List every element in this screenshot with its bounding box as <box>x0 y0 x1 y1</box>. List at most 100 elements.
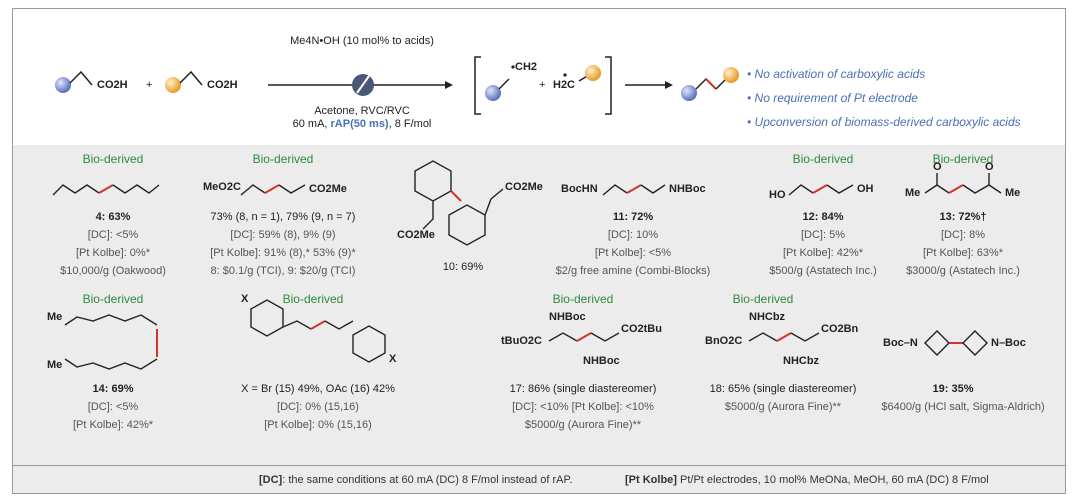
x-label-b: X <box>389 353 397 365</box>
pt-8-9: [Pt Kolbe]: 91% (8),* 53% (9)* <box>210 247 356 259</box>
red-bond-17 <box>576 332 592 342</box>
result-13: 13: 72%† <box>939 211 987 223</box>
reagent-charge: , 8 F/mol <box>388 118 432 130</box>
red-bond-12 <box>812 184 828 194</box>
structure-10-arm2 <box>484 188 504 216</box>
price-4: $10,000/g (Oakwood) <box>60 265 166 277</box>
feature-3: • Upconversion of biomass-derived carbox… <box>747 115 1021 129</box>
red-bond-8-9 <box>264 184 280 194</box>
reaction-arrow-2-head <box>665 81 673 89</box>
electrode-bolt <box>356 75 370 94</box>
red-bond-4 <box>98 184 114 194</box>
structure-18-right <box>790 332 820 342</box>
blue-sphere-icon <box>55 77 71 93</box>
result-11: 11: 72% <box>612 211 654 223</box>
structure-10-arm1 <box>422 201 434 230</box>
price-12: $500/g (Astatech Inc.) <box>769 265 877 277</box>
price-11: $2/g free amine (Combi-Blocks) <box>555 265 711 277</box>
nhboc-17b: NHBoc <box>583 355 620 367</box>
reagent-current: 60 mA, <box>292 118 331 130</box>
structure-8-9 <box>240 184 266 196</box>
product-chain-end <box>715 78 727 90</box>
price-17: $5000/g (Aurora Fine)** <box>524 419 642 431</box>
structure-4-right <box>112 184 160 194</box>
red-bond-15-16 <box>310 320 326 330</box>
product-red-bond <box>705 78 717 90</box>
me-label-13a: Me <box>905 187 921 199</box>
co2bn-label: CO2Bn <box>821 323 859 335</box>
acid1-label: CO2H <box>97 79 128 91</box>
plus-sign: + <box>146 79 153 91</box>
pt-14: [Pt Kolbe]: 42%* <box>72 419 154 431</box>
dc-8-9: [DC]: 59% (8), 9% (9) <box>230 229 336 241</box>
pt-12: [Pt Kolbe]: 42%* <box>782 247 864 259</box>
structure-8-9-right <box>278 184 306 194</box>
reaction-graphic <box>55 56 739 115</box>
azetidine-ring-1 <box>924 330 950 356</box>
dc-pt-17: [DC]: <10% [Pt Kolbe]: <10% <box>512 401 654 413</box>
structure-17-right <box>590 332 620 342</box>
right-bracket <box>605 56 612 115</box>
bio-tag-13: Bio-derived <box>932 152 994 166</box>
bio-tag-18: Bio-derived <box>732 292 794 306</box>
bio-tag-14: Bio-derived <box>82 292 144 306</box>
pt-13: [Pt Kolbe]: 63%* <box>922 247 1004 259</box>
dc-14: [DC]: <5% <box>87 401 139 413</box>
structure-10-link <box>450 190 462 202</box>
structure-14 <box>64 314 158 326</box>
ho-label: HO <box>769 189 786 201</box>
o-label-13a: O <box>933 161 942 173</box>
acid1-chain <box>69 70 93 86</box>
price-13: $3000/g (Astatech Inc.) <box>906 265 1020 277</box>
radical-dot <box>511 65 515 69</box>
reagent-line3: 60 mA, rAP(50 ms), 8 F/mol <box>267 118 457 131</box>
structure-11 <box>602 184 628 196</box>
nhboc-17a: NHBoc <box>549 311 586 323</box>
cyclohexane-ring-2 <box>448 204 486 246</box>
o-label-13b: O <box>985 161 994 173</box>
plus-sign-2: + <box>539 79 546 91</box>
result-12: 12: 84% <box>802 211 844 223</box>
tbuo2c-label: tBuO2C <box>501 335 542 347</box>
benzene-ring-2 <box>352 325 386 363</box>
bochn-label: BocHN <box>561 183 598 195</box>
dc-13: [DC]: 8% <box>940 229 985 241</box>
left-bracket <box>474 56 481 115</box>
structure-15-16 <box>282 320 312 330</box>
price-8-9: 8: $0.1/g (TCI), 9: $20/g (TCI) <box>210 265 356 277</box>
feature-1: • No activation of carboxylic acids <box>747 67 926 81</box>
structure-13-right <box>962 184 1002 194</box>
structure-13 <box>924 184 950 194</box>
dc-footnote-text: : the same conditions at 60 mA (DC) 8 F/… <box>282 474 573 486</box>
co2tbu-label: CO2tBu <box>621 323 662 335</box>
dc-15-16: [DC]: 0% (15,16) <box>277 401 359 413</box>
me-label-14b: Me <box>47 359 63 371</box>
structure-12-right <box>826 184 854 194</box>
dc-footnote: [DC]: the same conditions at 60 mA (DC) … <box>259 474 572 487</box>
bio-tag-17: Bio-derived <box>552 292 614 306</box>
pt-11: [Pt Kolbe]: <5% <box>594 247 672 259</box>
radical-dot <box>563 73 567 77</box>
acid2-label: CO2H <box>207 79 238 91</box>
bio-tag-4: Bio-derived <box>82 152 144 166</box>
blue-sphere-icon <box>485 85 501 101</box>
structure-11-right <box>640 184 666 194</box>
pt-footnote-text: Pt/Pt electrodes, 10 mol% MeONa, MeOH, 6… <box>676 474 989 486</box>
reaction-scheme: CO2H + CO2H Me4N•OH (10 mol% to acids) A… <box>13 9 1065 145</box>
orange-sphere-icon <box>165 77 181 93</box>
pt-15-16: [Pt Kolbe]: 0% (15,16) <box>264 419 372 431</box>
reagent-line2: Acetone, RVC/RVC <box>314 105 410 117</box>
azetidine-ring-2 <box>962 330 988 356</box>
red-bond-11 <box>626 184 642 194</box>
structures-graphic <box>52 160 1002 370</box>
pt-4: [Pt Kolbe]: 0%* <box>76 247 150 259</box>
red-bond-13 <box>948 184 964 194</box>
orange-sphere-icon <box>585 65 601 81</box>
result-19: 19: 35% <box>932 383 974 395</box>
dc-footnote-label: [DC] <box>259 474 283 486</box>
oh-label: OH <box>857 183 874 195</box>
me-label-14a: Me <box>47 311 63 323</box>
dc-11: [DC]: 10% <box>607 229 659 241</box>
bio-tag-15-16: Bio-derived <box>282 292 344 306</box>
result-18: 18: 65% (single diastereomer) <box>709 383 857 395</box>
